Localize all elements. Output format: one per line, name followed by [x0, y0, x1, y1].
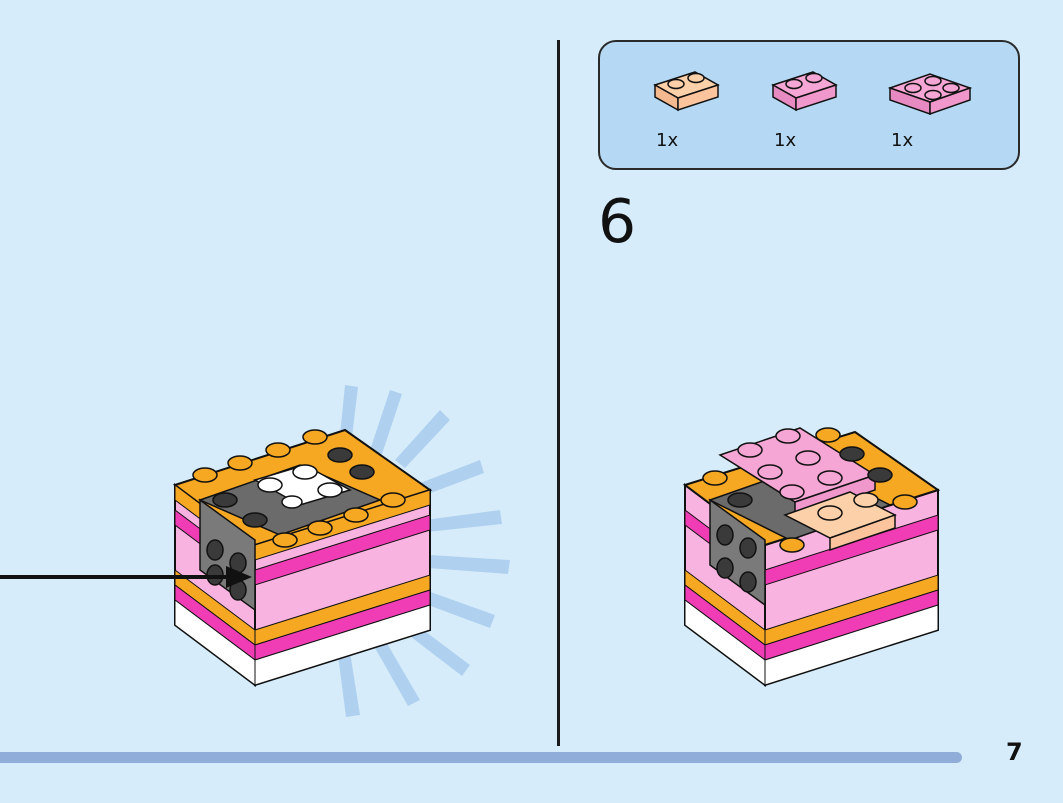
- insertion-arrow-icon: [0, 566, 252, 588]
- parts-needed-box: 1x 1x 1x: [598, 40, 1020, 170]
- highlight-rays: [338, 385, 510, 717]
- page-number: 7: [1006, 738, 1023, 766]
- part-pink-plate-1x2: 1x: [768, 60, 868, 160]
- plate-2x2-icon: [887, 73, 973, 116]
- progress-bar: [0, 752, 962, 763]
- part-quantity: 1x: [656, 130, 679, 151]
- cake-model-illustration: [172, 385, 510, 717]
- page-divider: [557, 40, 560, 746]
- plate-1x2-icon: [771, 71, 838, 112]
- previous-step-model: [0, 380, 540, 730]
- cake-model-illustration: [682, 427, 941, 687]
- part-light-orange-plate-1x2: 1x: [650, 60, 750, 160]
- part-quantity: 1x: [774, 130, 797, 151]
- part-pink-plate-2x2: 1x: [885, 60, 985, 160]
- step-number: 6: [598, 187, 637, 257]
- part-quantity: 1x: [891, 130, 914, 151]
- plate-1x2-icon: [653, 71, 720, 112]
- current-step-model: [680, 420, 950, 690]
